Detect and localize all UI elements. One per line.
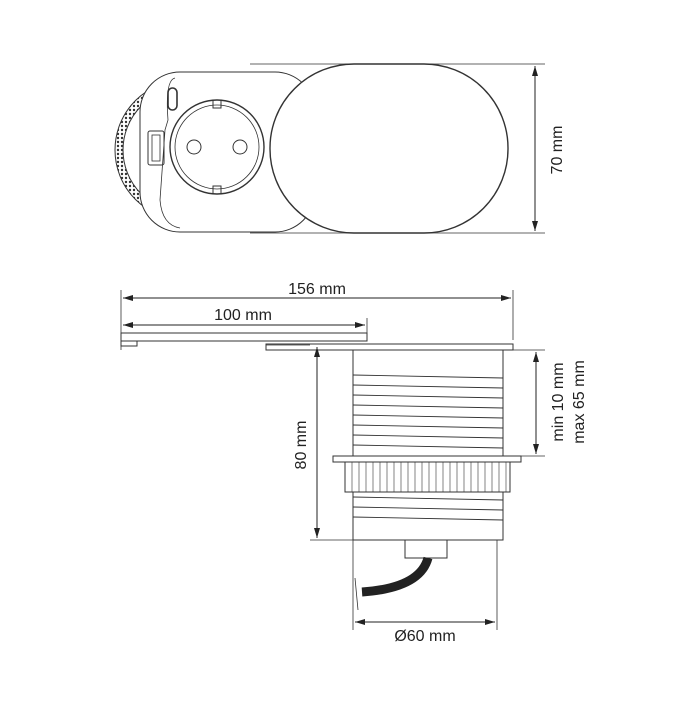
lid-side [120, 332, 368, 342]
clamp-nut-flange [332, 455, 522, 463]
usb-c-port [167, 87, 178, 111]
lid-length-dim-label: 100 mm [214, 307, 272, 324]
total-length-dim-label: 156 mm [288, 281, 346, 298]
socket-hole-left [186, 139, 202, 155]
clamp-min-label: min 10 mm [550, 362, 567, 441]
side-view [120, 290, 545, 630]
clamp-nut [344, 461, 511, 493]
diameter-dim-label: Ø60 mm [394, 628, 455, 645]
top-view [114, 63, 545, 234]
depth-dim-label: 80 mm [293, 421, 310, 470]
schuko-socket [169, 99, 265, 195]
socket-hole-right [232, 139, 248, 155]
usb-a-port [147, 130, 165, 166]
height-dim-label: 70 mm [549, 126, 566, 175]
clamp-max-label: max 65 mm [571, 360, 588, 444]
cable-connector [404, 539, 448, 559]
lid-cover [269, 63, 509, 234]
power-cable [361, 556, 433, 597]
threads [352, 374, 504, 521]
